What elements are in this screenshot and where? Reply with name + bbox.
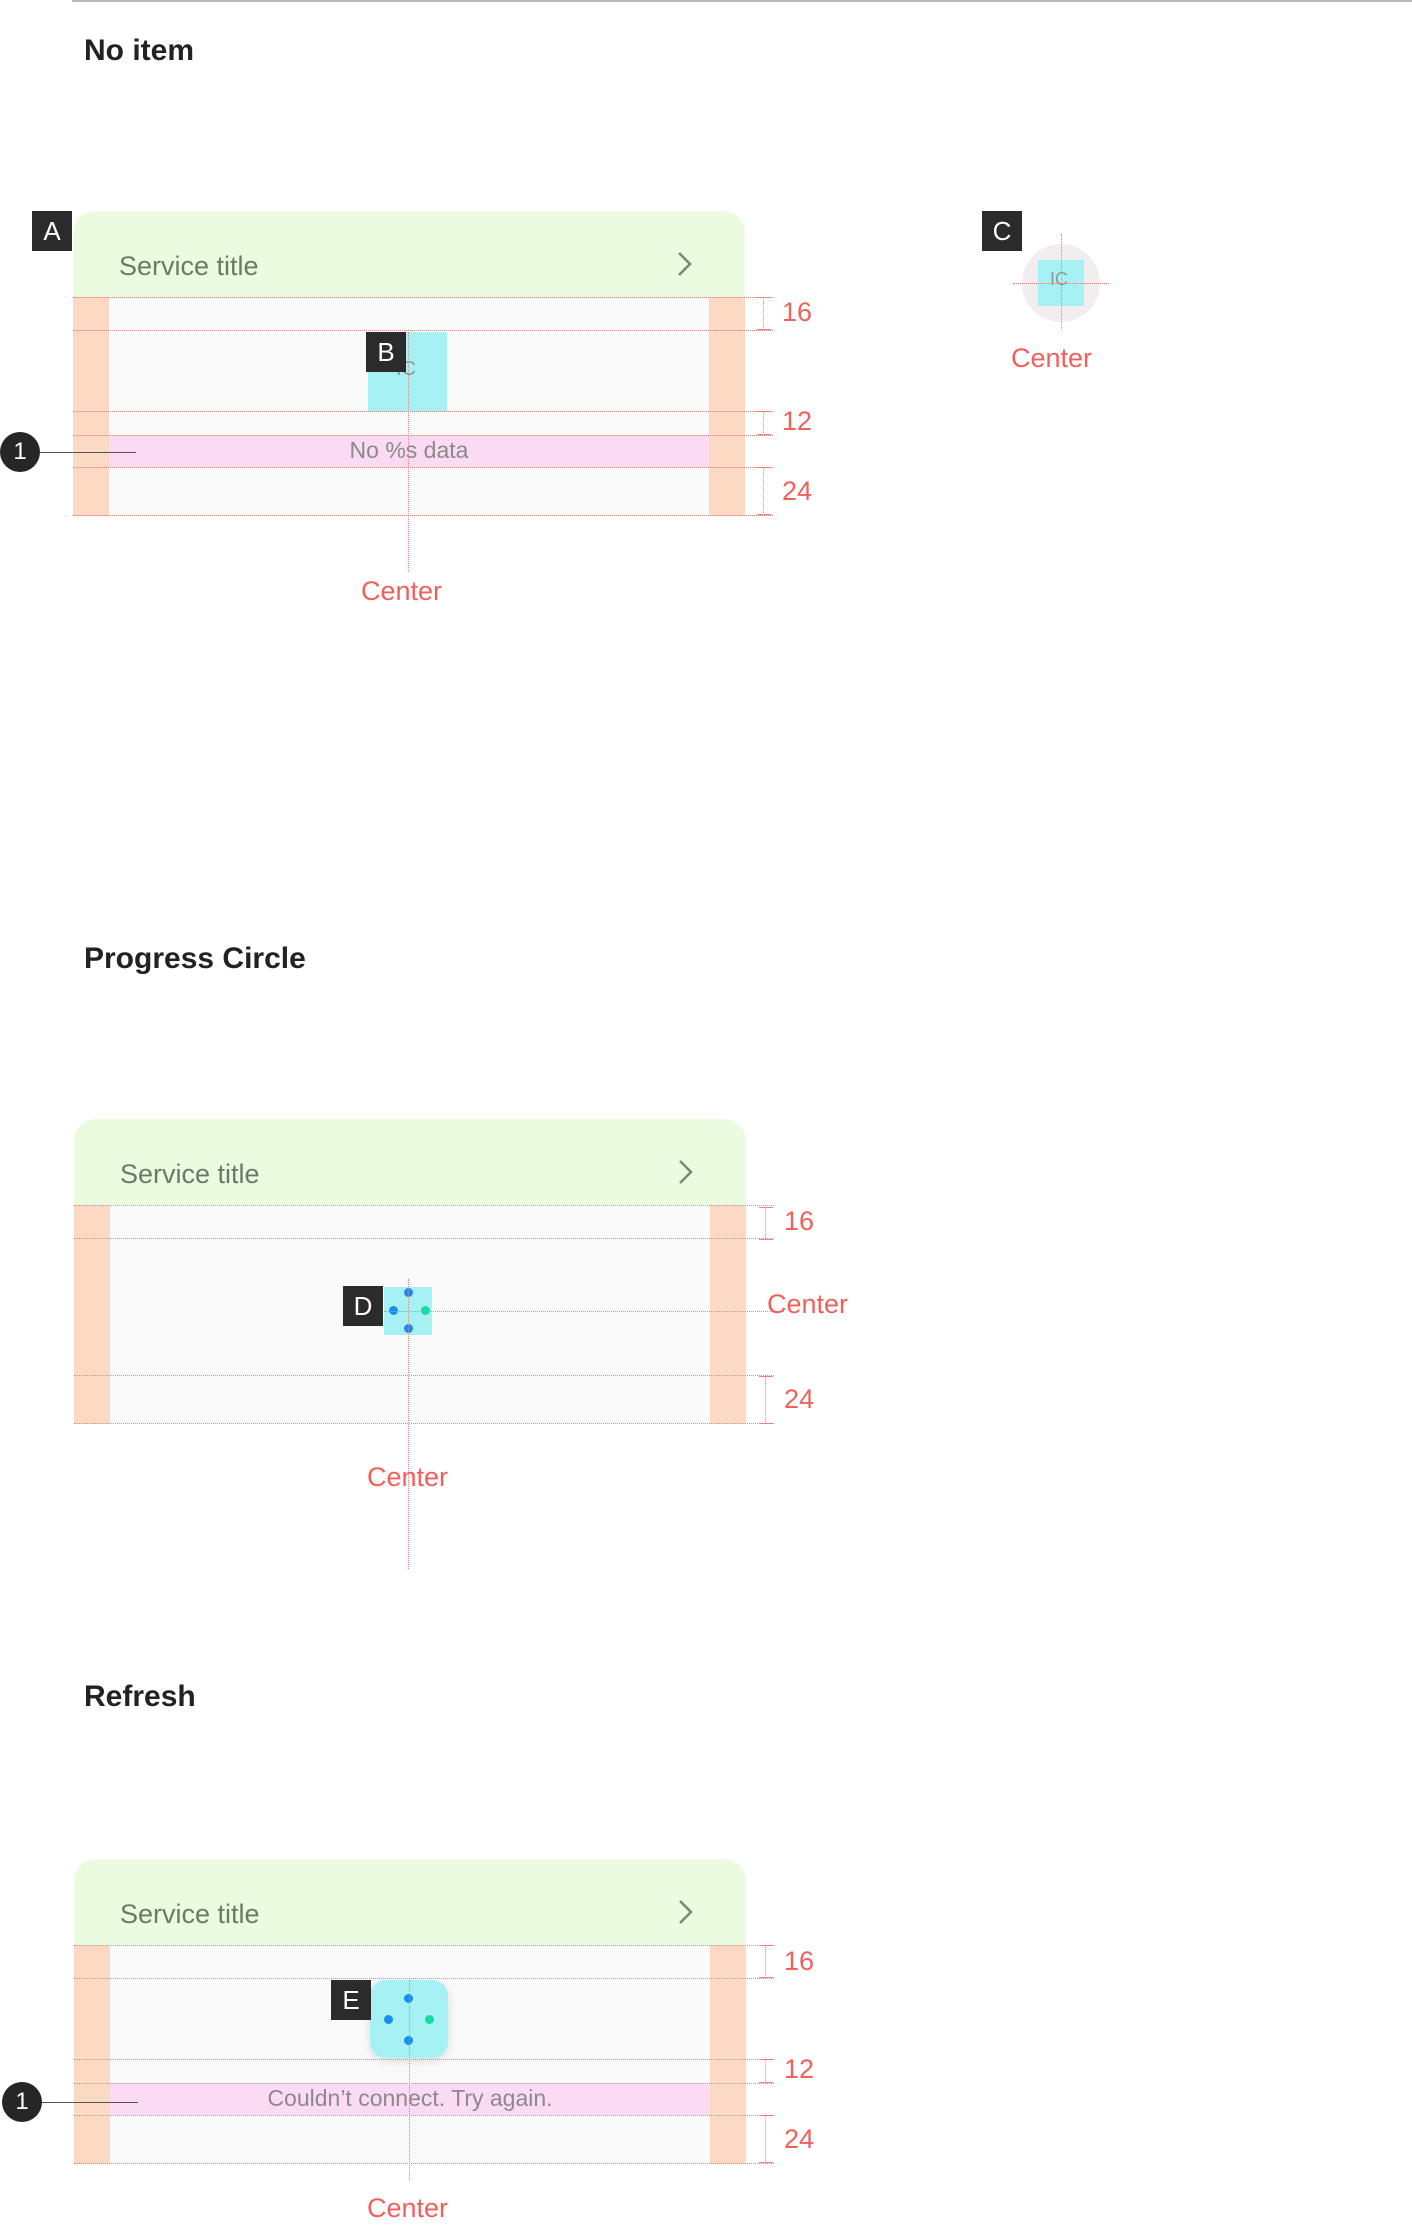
right-padding (709, 297, 745, 516)
chevron-right-icon (679, 1900, 693, 1924)
spacing-marker (757, 297, 771, 330)
guide-line (74, 2115, 774, 2116)
guide-line (73, 330, 773, 331)
guide-line (74, 1238, 774, 1239)
center-guide (384, 1311, 784, 1312)
top-divider (72, 0, 1412, 2)
chevron-right-icon (679, 1160, 693, 1184)
guide-line (74, 1423, 774, 1424)
message-area: No %s data (109, 435, 709, 467)
guide-line (73, 515, 773, 516)
icon-label: IC (1050, 269, 1068, 289)
spacing-marker (759, 1945, 773, 1978)
center-label: Center (367, 2193, 449, 2223)
spacing-16: 16 (784, 1206, 815, 1236)
progress-dot (425, 2015, 434, 2024)
right-padding (710, 1205, 746, 1424)
icon-center-label: Center (1011, 343, 1093, 373)
spacing-16: 16 (784, 1946, 815, 1976)
service-title: Service title (120, 1899, 260, 1929)
spacing-marker (759, 2115, 773, 2163)
right-padding (710, 1945, 746, 2164)
no-item-card: Service title IC No %s data (73, 211, 773, 572)
badge-b: B (366, 332, 406, 372)
left-padding (74, 1205, 110, 1424)
progress-dot (404, 2036, 413, 2045)
center-guide (409, 1980, 410, 2180)
callout-leader (40, 452, 136, 453)
spacing-marker (757, 411, 771, 435)
no-data-message: No %s data (349, 437, 469, 463)
guide-line (74, 2163, 774, 2164)
left-padding (73, 297, 109, 516)
guide-line (73, 467, 773, 468)
progress-dot (404, 1994, 413, 2003)
chevron-right-icon (678, 252, 692, 276)
guide-line (73, 411, 773, 412)
callout-leader (40, 2102, 138, 2103)
progress-dot (389, 1306, 398, 1315)
left-padding (74, 1945, 110, 2164)
card-header[interactable]: Service title (74, 1859, 746, 1945)
center-guide (1013, 283, 1109, 284)
section-title-no-item: No item (84, 34, 195, 67)
section-title-refresh: Refresh (84, 1680, 196, 1713)
spacing-marker (759, 1376, 773, 1424)
guide-line (74, 2083, 774, 2084)
spacing-marker (759, 2059, 773, 2083)
guide-line (73, 435, 773, 436)
connection-error-message: Couldn’t connect. Try again. (267, 2085, 553, 2111)
progress-dot (421, 1306, 430, 1315)
center-label-bottom: Center (367, 1462, 449, 1492)
spacing-marker (757, 467, 771, 515)
guide-line (74, 1945, 774, 1946)
spacing-marker (759, 1207, 773, 1240)
guide-line (74, 1205, 774, 1206)
center-guide (408, 1279, 409, 1569)
spacing-16: 16 (782, 297, 813, 327)
guide-line (74, 1375, 774, 1376)
card-header[interactable]: Service title (73, 211, 745, 297)
spacing-24: 24 (784, 1384, 815, 1414)
badge-e: E (331, 1980, 371, 2020)
section-title-progress-circle: Progress Circle (84, 942, 306, 975)
service-title: Service title (120, 1159, 260, 1189)
refresh-card: Service title Couldn’t connect. Try agai… (74, 1859, 774, 2180)
progress-card: Service title (74, 1119, 784, 1569)
badge-a: A (32, 211, 72, 251)
badge-d: D (343, 1286, 383, 1326)
center-label-right: Center (767, 1289, 849, 1319)
service-title: Service title (119, 251, 259, 281)
spacing-24: 24 (782, 476, 813, 506)
guide-line (73, 297, 773, 298)
spacing-12: 12 (782, 406, 813, 436)
progress-dot (384, 2015, 393, 2024)
center-guide (408, 332, 409, 572)
guide-line (74, 1978, 774, 1979)
message-area: Couldn’t connect. Try again. (110, 2083, 710, 2115)
spacing-12: 12 (784, 2054, 815, 2084)
guide-line (74, 2059, 774, 2060)
callout-1: 1 (0, 432, 40, 472)
card-header[interactable]: Service title (74, 1119, 746, 1205)
center-guide (1061, 234, 1062, 330)
center-label: Center (361, 576, 443, 606)
badge-c: C (982, 211, 1022, 251)
callout-1: 1 (2, 2082, 42, 2122)
spacing-24: 24 (784, 2124, 815, 2154)
